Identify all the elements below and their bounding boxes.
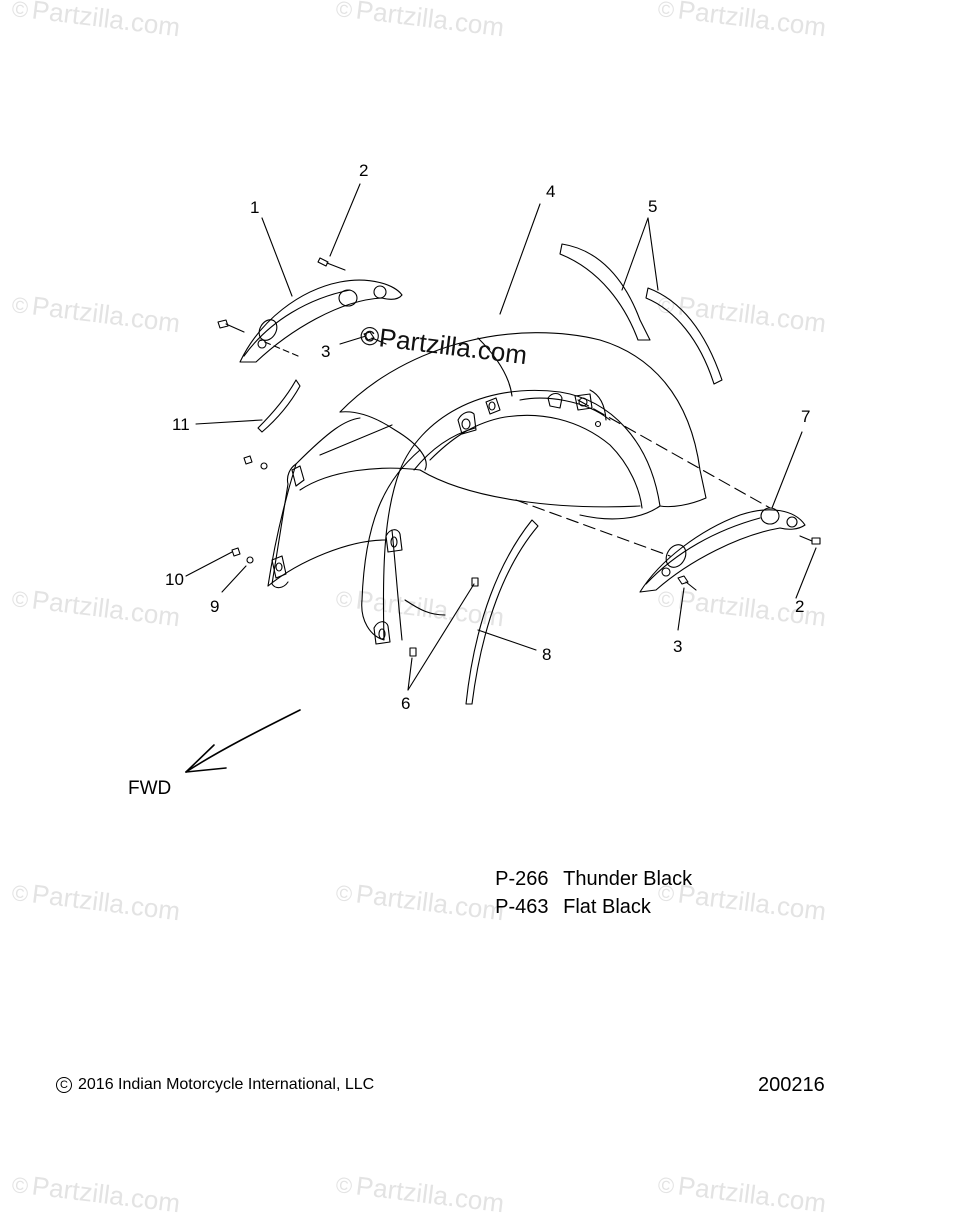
- rear-fender: [267, 332, 707, 645]
- part-7-light-housing-right: [639, 507, 806, 593]
- part-1-light-housing-left: [239, 279, 403, 363]
- copyright-icon: C: [56, 1077, 72, 1093]
- callout-3: 3: [321, 342, 331, 361]
- callout-8: 8: [542, 645, 552, 664]
- paint-code: P-463: [495, 896, 549, 918]
- paint-name: Thunder Black: [563, 868, 693, 890]
- callout-6: 6: [401, 694, 411, 713]
- callout-7: 7: [801, 407, 811, 426]
- paint-code-row: P-463 Flat Black: [484, 873, 651, 919]
- callout-9: 9: [210, 597, 220, 616]
- leader-lines: [185, 183, 817, 691]
- callout-4: 4: [546, 182, 556, 201]
- callout-2: 2: [359, 161, 369, 180]
- part-5-trim-strips: [559, 243, 723, 385]
- callout-11: 11: [172, 415, 190, 434]
- callout-10: 10: [165, 570, 184, 589]
- fwd-arrow: [185, 709, 301, 773]
- part-8-edge-trim: [465, 519, 539, 705]
- fasteners: [217, 257, 821, 657]
- paint-code-row: P-266 Thunder Black: [484, 845, 692, 891]
- paint-code: P-266: [495, 868, 549, 890]
- fwd-label: FWD: [128, 778, 172, 799]
- left-side-panel: [271, 463, 305, 589]
- drawing-number: 200216: [758, 1074, 825, 1096]
- callout-3: 3: [673, 637, 683, 656]
- alignment-lines: [515, 399, 771, 557]
- callout-2: 2: [795, 597, 805, 616]
- part-11-trim: [257, 379, 301, 433]
- paint-name: Flat Black: [563, 896, 651, 918]
- callout-5: 5: [648, 197, 658, 216]
- callout-1: 1: [250, 198, 260, 217]
